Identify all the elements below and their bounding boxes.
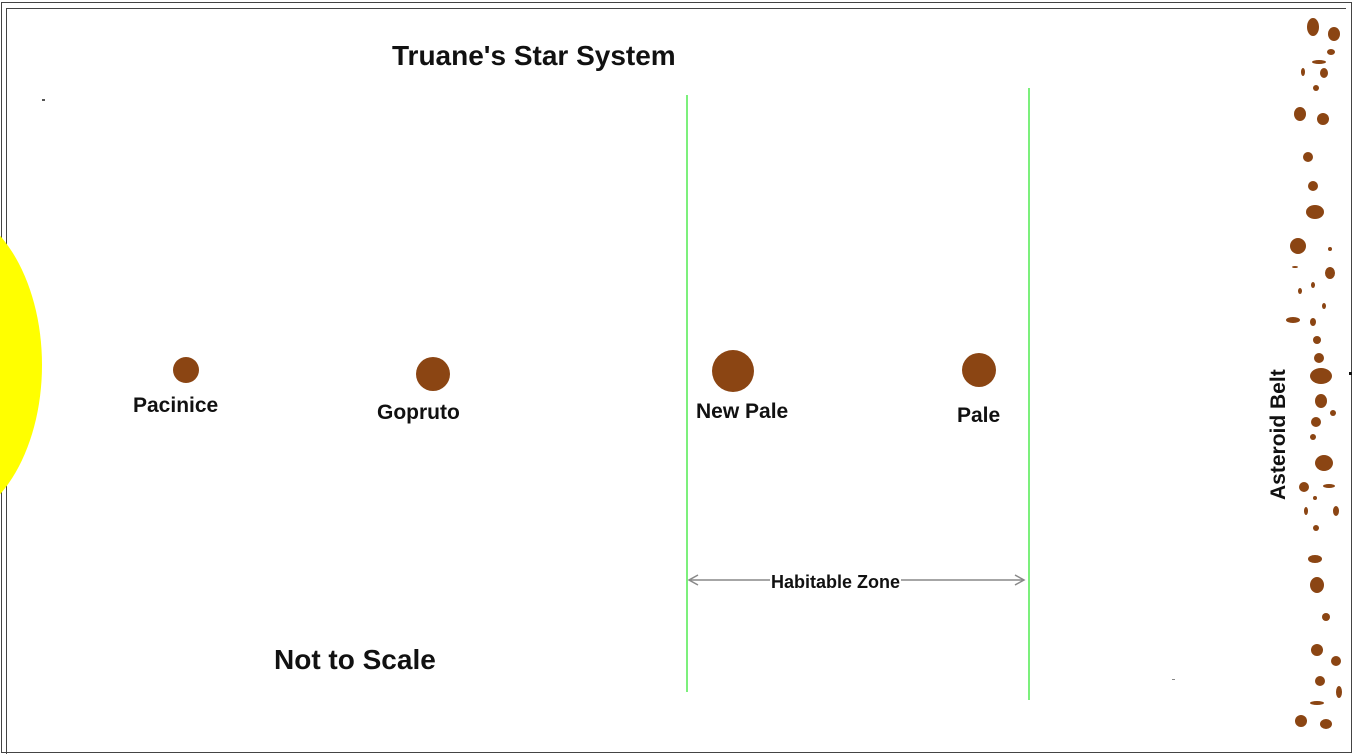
- asteroid: [1330, 410, 1336, 416]
- asteroid: [1315, 394, 1327, 408]
- asteroid: [1301, 68, 1305, 76]
- stray-mark: [1349, 372, 1352, 375]
- stray-mark: [42, 99, 45, 101]
- asteroid: [1313, 336, 1321, 344]
- asteroid: [1310, 434, 1316, 440]
- asteroid: [1304, 507, 1308, 515]
- asteroid: [1333, 506, 1339, 516]
- asteroid: [1294, 107, 1306, 121]
- star: [0, 235, 42, 495]
- asteroid: [1310, 318, 1316, 326]
- asteroid: [1325, 267, 1335, 279]
- asteroid: [1303, 152, 1313, 162]
- asteroid: [1308, 555, 1322, 563]
- planet-gopruto: [416, 357, 450, 391]
- asteroid: [1295, 715, 1307, 727]
- asteroid: [1315, 455, 1333, 471]
- asteroid: [1310, 577, 1324, 593]
- asteroid-belt-label: Asteroid Belt: [1267, 369, 1290, 500]
- asteroid: [1292, 266, 1298, 268]
- asteroid: [1328, 247, 1332, 251]
- asteroid: [1323, 484, 1335, 488]
- asteroid: [1310, 701, 1324, 705]
- asteroid: [1328, 27, 1340, 41]
- asteroid: [1322, 303, 1326, 309]
- asteroid: [1313, 496, 1317, 500]
- planet-pacinice: [173, 357, 199, 383]
- asteroid: [1317, 113, 1329, 125]
- planet-label-pacinice: Pacinice: [133, 394, 219, 417]
- asteroid: [1310, 368, 1332, 384]
- asteroid: [1290, 238, 1306, 254]
- asteroid: [1306, 205, 1324, 219]
- asteroid: [1312, 60, 1326, 64]
- asteroid: [1320, 68, 1328, 78]
- asteroid: [1308, 181, 1318, 191]
- habitable-zone-label: Habitable Zone: [770, 572, 902, 593]
- planet-label-pale: Pale: [957, 404, 1001, 427]
- asteroid: [1320, 719, 1332, 729]
- planet-pale: [962, 353, 996, 387]
- asteroid: [1307, 18, 1319, 36]
- asteroid: [1336, 686, 1342, 698]
- asteroid: [1327, 49, 1335, 55]
- asteroid: [1322, 613, 1330, 621]
- asteroid: [1313, 85, 1319, 91]
- diagram-title: Truane's Star System: [392, 40, 676, 71]
- asteroid: [1311, 644, 1323, 656]
- asteroid: [1299, 482, 1309, 492]
- asteroid: [1314, 353, 1324, 363]
- planet-label-gopruto: Gopruto: [377, 401, 460, 424]
- asteroid-belt-rocks: [1286, 18, 1342, 729]
- asteroid: [1286, 317, 1300, 323]
- asteroid: [1311, 417, 1321, 427]
- asteroid: [1298, 288, 1302, 294]
- asteroid: [1311, 282, 1315, 288]
- stray-mark: [1172, 679, 1175, 680]
- scale-note: Not to Scale: [274, 644, 436, 675]
- planet-label-new-pale: New Pale: [696, 400, 789, 423]
- planet-new-pale: [712, 350, 754, 392]
- asteroid: [1331, 656, 1341, 666]
- asteroid: [1315, 676, 1325, 686]
- asteroid: [1313, 525, 1319, 531]
